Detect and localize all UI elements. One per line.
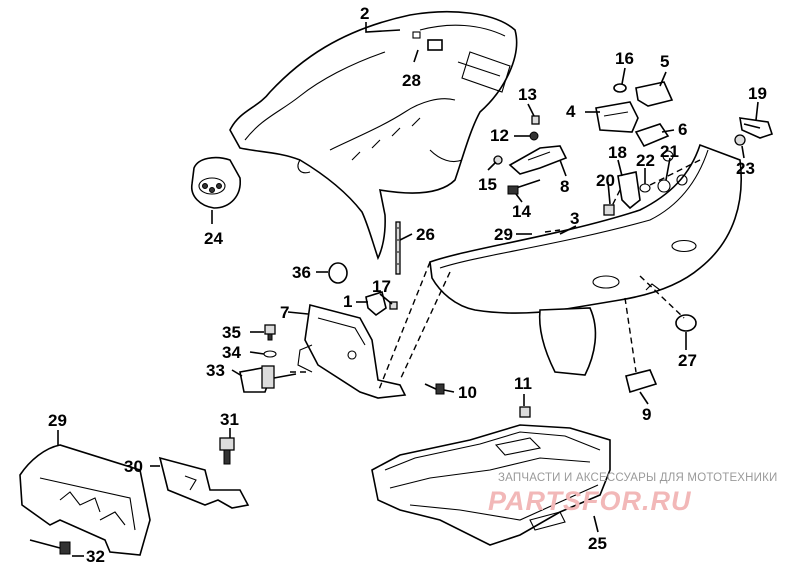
latch-part-4 <box>595 101 639 133</box>
washer-part-36 <box>328 262 348 284</box>
nut-part-12 <box>529 131 539 141</box>
grommet-part-24 <box>190 156 241 209</box>
assembly-lines <box>290 159 701 393</box>
label-part-3: 3 <box>570 209 579 228</box>
label-part-30: 30 <box>124 457 143 476</box>
label-part-16: 16 <box>615 49 634 68</box>
watermark: ЗАПЧАСТИ И АКСЕССУАРЫ ДЛЯ МОТОТЕХНИКИ PA… <box>488 472 778 516</box>
bracket-part-8 <box>508 145 568 175</box>
bolt-part-11 <box>519 406 531 418</box>
screw-part-23 <box>734 134 746 146</box>
part-labels: 2 28 16 5 4 13 12 6 19 18 22 21 15 8 23 … <box>48 4 767 563</box>
washer-part-22 <box>639 183 651 193</box>
label-part-24: 24 <box>204 229 223 248</box>
fuel-connector-part-33 <box>239 365 297 393</box>
upper-cowling-part-2 <box>229 10 518 261</box>
lower-cowling-part-3 <box>429 143 743 376</box>
label-part-8: 8 <box>560 177 569 196</box>
clip-part-1 <box>365 290 387 317</box>
leader-lines <box>57 22 759 557</box>
label-part-22: 22 <box>636 151 655 170</box>
label-part-36: 36 <box>292 263 311 282</box>
label-part-29-bottom: 29 <box>48 411 67 430</box>
bolt-part-31 <box>219 437 235 465</box>
label-part-32: 32 <box>86 547 105 563</box>
label-part-5: 5 <box>660 52 669 71</box>
bracket-part-7 <box>297 304 407 399</box>
washer-part-34 <box>263 350 277 358</box>
bolt-part-19 <box>739 117 774 139</box>
bracket-part-18 <box>617 171 641 210</box>
label-part-6: 6 <box>678 120 687 139</box>
label-part-17: 17 <box>372 277 391 296</box>
washer-part-21 <box>657 179 671 193</box>
label-part-35: 35 <box>222 323 241 342</box>
screw-part-13 <box>531 115 540 125</box>
label-part-1: 1 <box>343 292 352 311</box>
label-part-4: 4 <box>566 102 576 121</box>
label-part-31: 31 <box>220 410 239 429</box>
bolt-part-20 <box>603 204 615 216</box>
bolt-part-14 <box>507 179 541 195</box>
label-part-23: 23 <box>736 159 755 178</box>
plate-part-6 <box>634 123 670 148</box>
watermark-brand: PARTSFOR.RU <box>488 486 692 516</box>
label-part-29-top: 29 <box>494 225 513 244</box>
label-part-13: 13 <box>518 85 537 104</box>
bracket-part-29 <box>19 444 151 556</box>
label-part-25: 25 <box>588 534 607 553</box>
label-part-7: 7 <box>280 303 289 322</box>
label-part-14: 14 <box>512 202 531 221</box>
screw-part-16 <box>613 83 627 93</box>
bracket-part-30 <box>158 456 250 509</box>
label-part-15: 15 <box>478 175 497 194</box>
clip-part-9 <box>625 369 658 394</box>
label-part-12: 12 <box>490 126 509 145</box>
label-part-21: 21 <box>660 142 679 161</box>
clip-part-28 <box>427 39 443 51</box>
label-part-19: 19 <box>748 84 767 103</box>
bolt-part-35 <box>264 324 276 341</box>
rod-part-26 <box>395 221 401 275</box>
base-frame-part-25 <box>371 424 611 546</box>
watermark-caption: ЗАПЧАСТИ И АКСЕССУАРЫ ДЛЯ МОТОТЕХНИКИ <box>498 472 778 484</box>
label-part-10: 10 <box>458 383 477 402</box>
label-part-20: 20 <box>596 171 615 190</box>
label-part-11: 11 <box>514 374 532 393</box>
label-part-27: 27 <box>678 351 697 370</box>
bolt-part-10 <box>424 383 445 395</box>
grommet-part-27 <box>675 314 697 332</box>
screw-part-17 <box>389 301 398 310</box>
label-part-26: 26 <box>416 225 435 244</box>
label-part-9: 9 <box>642 405 651 424</box>
label-part-34: 34 <box>222 343 241 362</box>
label-part-2: 2 <box>360 4 369 23</box>
latch-part-5 <box>635 81 674 107</box>
label-part-28: 28 <box>402 71 421 90</box>
label-part-33: 33 <box>206 361 225 380</box>
bolt-part-32 <box>29 539 71 555</box>
label-part-18: 18 <box>608 143 627 162</box>
